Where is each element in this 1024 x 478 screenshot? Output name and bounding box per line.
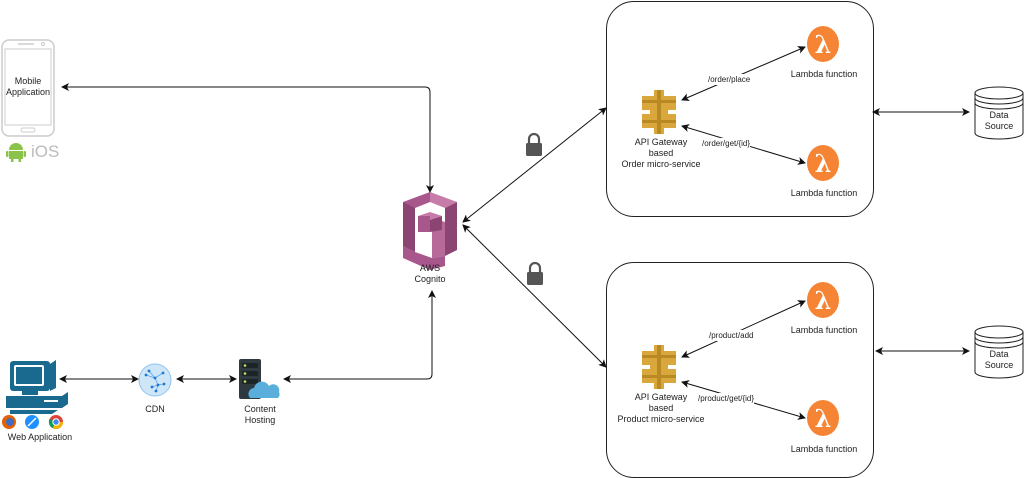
lambda-label-order-1: Lambda function xyxy=(790,69,858,79)
svg-text:λ: λ xyxy=(815,404,832,433)
lambda-label-product-2: Lambda function xyxy=(790,444,858,454)
server-cloud-icon xyxy=(239,359,280,399)
cdn-globe-icon xyxy=(138,363,172,397)
datasource-label-2: Data Source xyxy=(984,349,1014,370)
svg-text:λ: λ xyxy=(815,30,832,59)
lambda-icon-order-1: λ xyxy=(807,26,839,62)
datasource-label-1: Data Source xyxy=(984,110,1014,131)
connectors xyxy=(59,46,970,420)
route-order-get: /order/get/{id} xyxy=(702,138,751,149)
mobile-phone-icon xyxy=(1,39,55,137)
svg-text:λ: λ xyxy=(815,286,832,315)
api-gateway-icon-order xyxy=(642,90,676,134)
content-hosting-label: Content Hosting xyxy=(244,404,276,425)
firefox-icon xyxy=(2,415,16,429)
database-icon-2 xyxy=(974,325,1024,379)
route-product-get: /product/get/{id} xyxy=(698,393,755,404)
lambda-label-product-1: Lambda function xyxy=(790,325,858,335)
mobile-label: Mobile Application xyxy=(5,76,51,97)
cognito-label: AWS Cognito xyxy=(414,263,446,284)
route-product-add: /product/add xyxy=(709,330,754,341)
computer-icon xyxy=(6,360,68,414)
lambda-icon-order-2: λ xyxy=(807,145,839,181)
lambda-icon-product-2: λ xyxy=(807,400,839,436)
chrome-icon xyxy=(48,415,63,429)
lock-icon-order xyxy=(526,132,542,156)
safari-icon xyxy=(25,415,39,429)
ios-label: iOS xyxy=(31,142,60,161)
route-order-place: /order/place xyxy=(708,74,751,85)
svg-text:λ: λ xyxy=(815,149,832,178)
lambda-icon-product-1: λ xyxy=(807,282,839,318)
web-application-label: Web Application xyxy=(7,432,73,442)
lambda-label-order-2: Lambda function xyxy=(790,188,858,198)
api-gateway-icon-product xyxy=(642,345,676,389)
lock-icon-product xyxy=(527,261,543,285)
order-gateway-label: API Gateway based Order micro-service xyxy=(621,137,701,169)
cdn-label: CDN xyxy=(145,404,165,414)
aws-cognito-icon xyxy=(403,192,457,270)
database-icon-1 xyxy=(974,86,1024,140)
android-icon xyxy=(6,143,26,162)
product-gateway-label: API Gateway based Product micro-service xyxy=(617,392,705,424)
